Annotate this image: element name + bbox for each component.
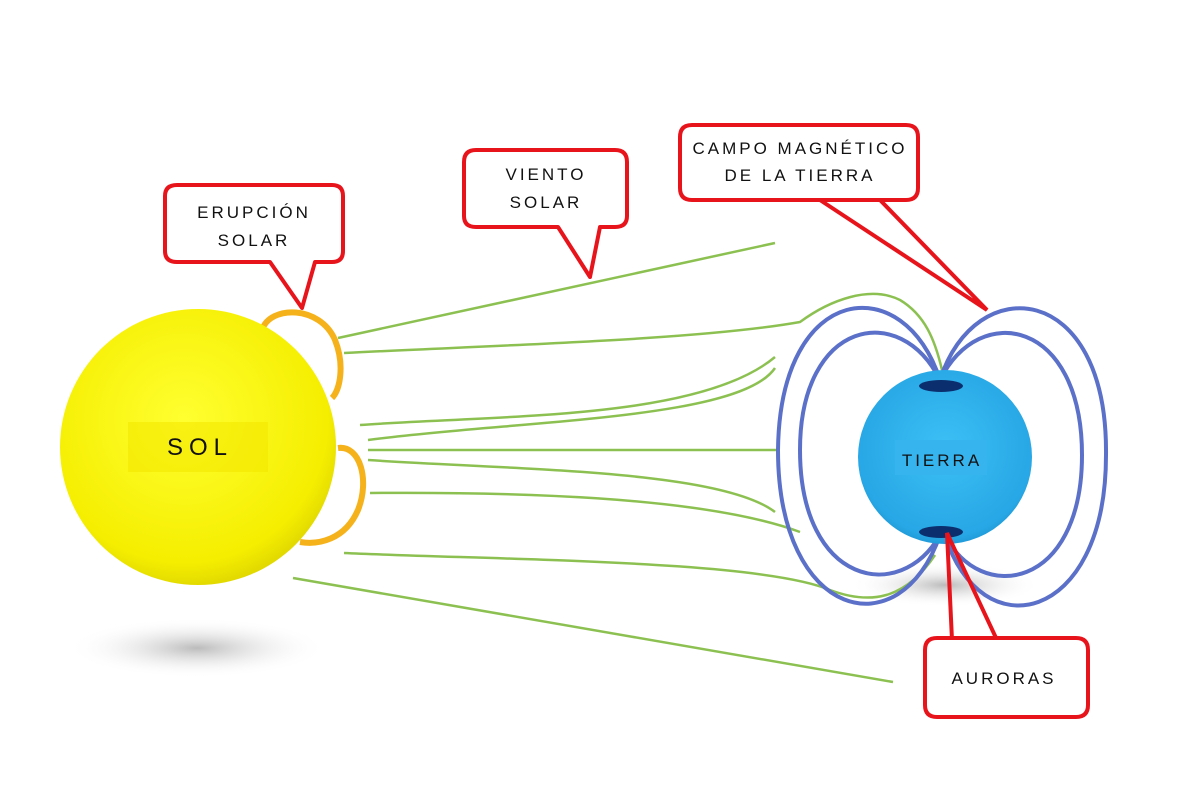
callout-wind-line2: SOLAR bbox=[510, 193, 583, 212]
callout-eruption: ERUPCIÓN SOLAR bbox=[163, 183, 345, 310]
wind-line bbox=[369, 491, 801, 534]
callout-auroras: AURORAS bbox=[923, 532, 1090, 719]
earth-label-bg bbox=[895, 440, 987, 475]
north-pole-aurora bbox=[919, 380, 963, 392]
solar-flare bbox=[299, 444, 367, 546]
callout-auroras-label: AURORAS bbox=[951, 669, 1056, 688]
callout-magnetic-field: CAMPO MAGNÉTICO DE LA TIERRA bbox=[678, 123, 989, 312]
wind-line bbox=[359, 356, 776, 427]
callout-field-line2: DE LA TIERRA bbox=[725, 166, 876, 185]
wind-line bbox=[337, 241, 776, 340]
sun-label-bg bbox=[128, 422, 268, 472]
field-line bbox=[938, 306, 1109, 608]
field-line bbox=[938, 331, 1085, 579]
field-line bbox=[797, 330, 942, 577]
callout-eruption-line2: SOLAR bbox=[218, 231, 291, 250]
wind-line bbox=[367, 367, 777, 442]
wind-line bbox=[343, 551, 937, 599]
callout-field-line1: CAMPO MAGNÉTICO bbox=[692, 139, 907, 158]
sun-label: SOL bbox=[167, 434, 233, 461]
callout-solar-wind: VIENTO SOLAR bbox=[462, 148, 629, 279]
earth-label: TIERRA bbox=[902, 451, 982, 470]
wind-line bbox=[367, 458, 776, 513]
solar-wind-lines bbox=[292, 241, 944, 684]
south-pole-aurora bbox=[919, 526, 963, 538]
solar-flare bbox=[259, 309, 344, 401]
callout-wind-line1: VIENTO bbox=[506, 165, 587, 184]
wind-line bbox=[343, 292, 944, 371]
wind-line bbox=[292, 576, 894, 684]
magnetic-field-lines bbox=[775, 305, 1109, 608]
field-line bbox=[775, 305, 942, 606]
callout-eruption-line1: ERUPCIÓN bbox=[197, 203, 311, 222]
sun-shadow bbox=[67, 618, 327, 678]
